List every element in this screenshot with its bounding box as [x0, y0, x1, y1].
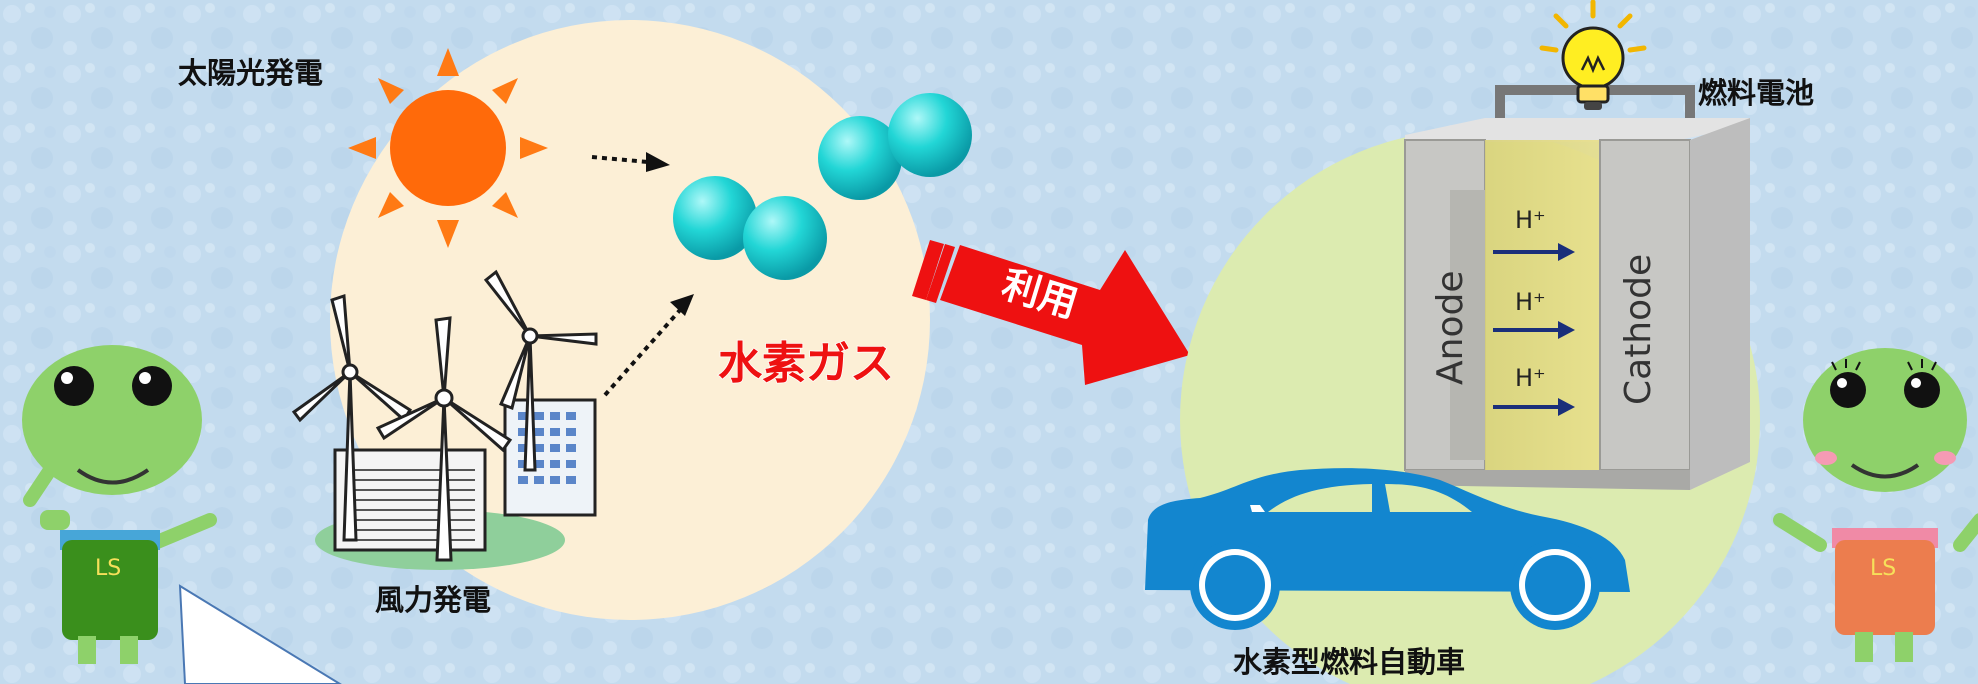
dotted-arrow-wind-to-h2	[603, 294, 694, 397]
hydrogen-gas-label: 水素ガス	[718, 338, 894, 389]
dotted-arrow-solar-to-h2	[591, 152, 670, 172]
frog-mascot-right: LS	[1773, 348, 1978, 662]
ion-label: H⁺	[1515, 288, 1546, 316]
sun-icon	[348, 48, 548, 248]
hydrogen-molecule-icon	[818, 93, 972, 200]
frog-apron-label-left: LS	[95, 556, 121, 581]
solar-power-label: 太陽光発電	[178, 56, 323, 90]
fuel-cell-diagram	[1404, 85, 1750, 490]
frog-mascot-left: LS	[22, 345, 217, 664]
wind-power-label: 風力発電	[375, 583, 491, 617]
ion-arrow-icon	[1493, 398, 1575, 416]
speech-bubble-tail	[178, 584, 342, 684]
hydrogen-car-label: 水素型燃料自動車	[1233, 645, 1465, 679]
hydrogen-molecule-icon	[673, 176, 827, 280]
ion-arrow-icon	[1493, 243, 1575, 261]
ion-flow-group: H⁺ H⁺ H⁺	[1493, 206, 1575, 416]
use-arrow	[912, 240, 1190, 385]
ion-arrow-icon	[1493, 321, 1575, 339]
fuel-cell-label: 燃料電池	[1698, 76, 1814, 110]
frog-apron-label-right: LS	[1870, 556, 1896, 581]
light-bulb-icon	[1539, 0, 1647, 110]
car-icon	[1145, 468, 1630, 630]
anode-label: Anode	[1430, 271, 1471, 385]
wind-farm-icon	[291, 269, 598, 570]
ion-label: H⁺	[1515, 206, 1546, 234]
cathode-label: Cathode	[1618, 254, 1659, 405]
ion-label: H⁺	[1515, 364, 1546, 392]
